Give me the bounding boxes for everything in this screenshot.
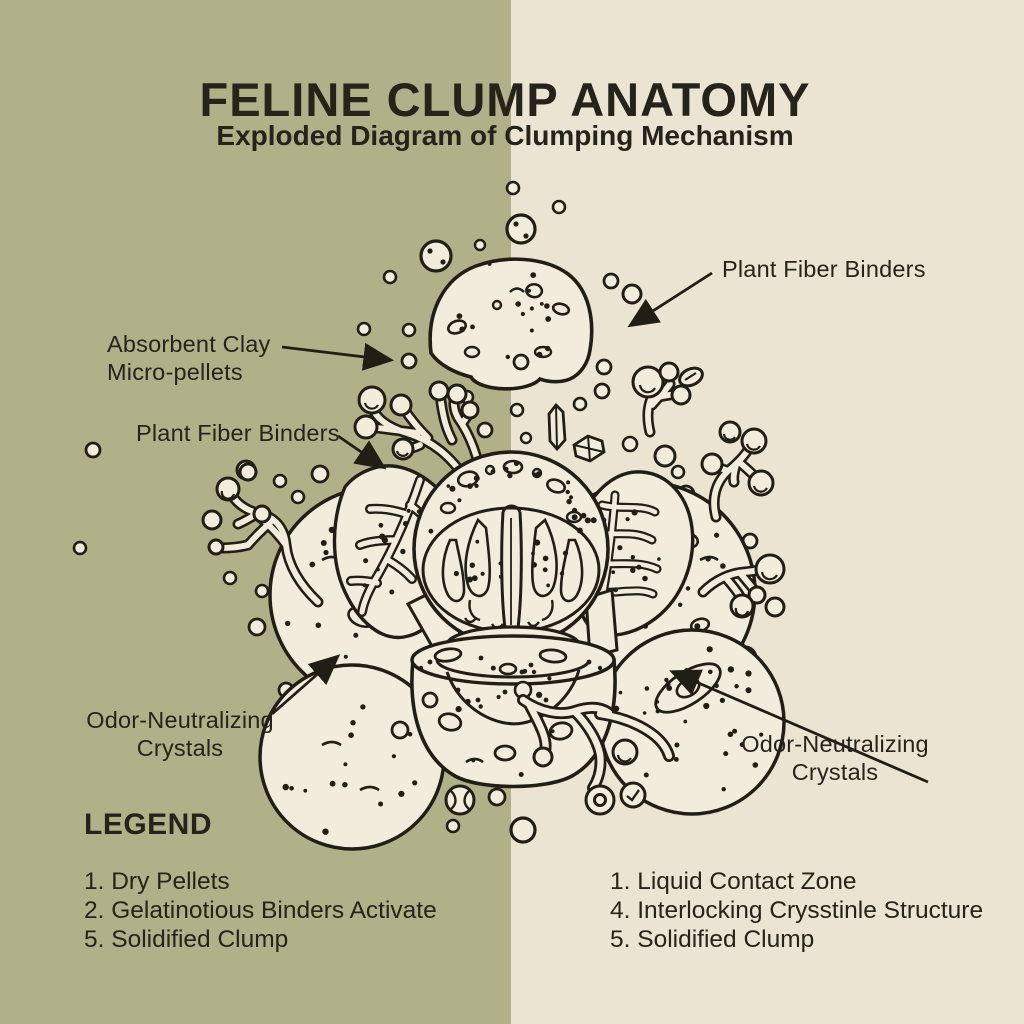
- label-odor-neutralizing-crystals-right: Odor-Neutralizing Crystals: [741, 731, 929, 785]
- dome-pellet: [428, 257, 594, 391]
- plant-fiber-left-arrow: [337, 434, 387, 470]
- label-plant-fiber-binders-top: Plant Fiber Binders: [722, 256, 926, 282]
- plant-fiber-top-arrow: [627, 271, 713, 328]
- label-absorbent-clay-micro-pellets: Absorbent Clay Micro-pellets: [107, 331, 271, 385]
- legend-item: 1. Dry Pellets: [84, 868, 230, 895]
- legend-left-column: 1. Dry Pellets 2. Gelatinotious Binders …: [84, 867, 437, 954]
- fiber-sprig-far-right: [700, 420, 775, 523]
- annotation-arrows: [271, 271, 929, 784]
- pellet-sphere-bottom-left: [258, 663, 446, 851]
- fiber-sprig-right-mid: [697, 553, 786, 619]
- legend-item: 5. Solidified Clump: [84, 926, 289, 953]
- legend-item: 4. Interlocking Crysstinle Structure: [610, 897, 984, 924]
- label-plant-fiber-binders-left: Plant Fiber Binders: [136, 420, 340, 446]
- crystal-shards: [547, 402, 606, 463]
- label-odor-neutralizing-crystals-left: Odor-Neutralizing Crystals: [86, 707, 274, 761]
- central-core-sphere: [412, 450, 610, 648]
- legend-item: 2. Gelatinotious Binders Activate: [84, 897, 437, 924]
- odor-right-arrow: [669, 669, 929, 784]
- fiber-sprig-left: [201, 462, 324, 608]
- absorbent-clay-arrow: [281, 342, 395, 371]
- legend-item: 1. Liquid Contact Zone: [610, 868, 857, 895]
- fiber-sprig-top-center: [353, 380, 488, 488]
- fiber-sprig-top-right: [631, 361, 704, 438]
- gel-root-tubes: [517, 694, 675, 816]
- check-bubble: [619, 781, 647, 809]
- contact-bowl: [410, 634, 617, 789]
- swirl-ball: [444, 784, 476, 816]
- core-column: [500, 504, 523, 629]
- legend-right-column: 1. Liquid Contact Zone 4. Interlocking C…: [610, 867, 983, 954]
- legend-heading: LEGEND: [84, 808, 213, 841]
- page-title: FELINE CLUMP ANATOMY: [199, 73, 811, 126]
- odor-left-arrow: [271, 654, 341, 716]
- legend-item: 5. Solidified Clump: [610, 926, 815, 953]
- page-subtitle: Exploded Diagram of Clumping Mechanism: [216, 120, 794, 151]
